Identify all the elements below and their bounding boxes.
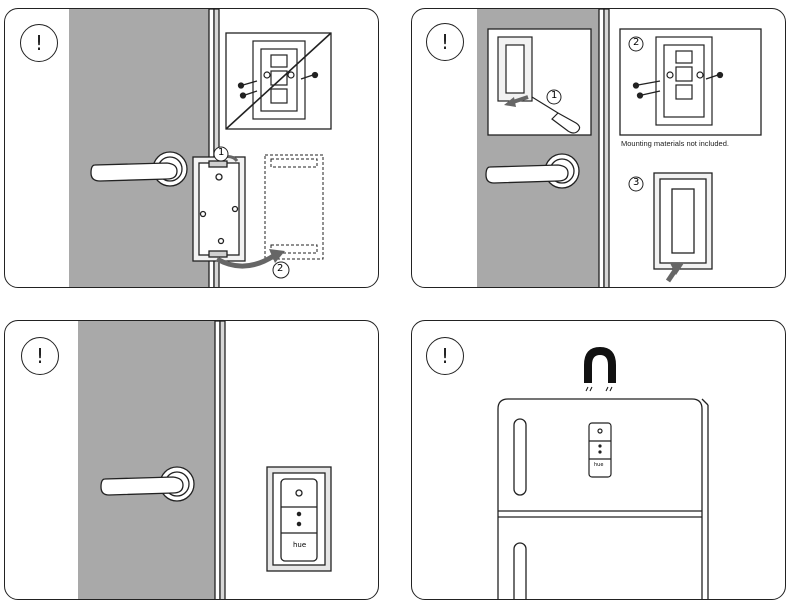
screw-icon	[237, 71, 319, 99]
step-label-2: 2	[277, 263, 284, 274]
mounting-plate-icon	[192, 156, 246, 262]
door-frame	[598, 9, 610, 287]
dimmer-brand-label: hue	[594, 462, 604, 468]
panel-magnet-fridge: ! hue	[411, 320, 786, 600]
warning-icon: !	[426, 337, 464, 375]
step-label-1: 1	[551, 90, 558, 101]
warning-icon: !	[21, 337, 59, 375]
screw-icon	[632, 71, 724, 99]
dimmer-brand-label: hue	[293, 541, 307, 549]
wall	[69, 9, 209, 287]
door-handle-icon	[485, 153, 580, 189]
warning-icon: !	[426, 23, 464, 61]
dimmer-switch-icon	[588, 422, 612, 478]
panel-mount-plate-swap: ! 1 2	[4, 8, 379, 288]
pry-cover-inset	[487, 28, 592, 136]
curved-arrow-icon	[215, 252, 277, 269]
warning-icon: !	[20, 24, 58, 62]
door-handle-icon	[100, 466, 195, 502]
plate-screws-inset	[619, 28, 762, 136]
door-handle-icon	[90, 151, 188, 187]
dashed-plate-outline	[264, 154, 324, 260]
panel-remove-cover: ! 1 2 3 Mounting materials not included.	[411, 8, 786, 288]
dimmer-switch-icon	[266, 466, 332, 572]
step-label-2: 2	[633, 37, 640, 48]
panel-2-illustration	[477, 9, 762, 287]
panel-1-illustration	[69, 9, 332, 287]
panel-3-illustration	[78, 321, 332, 599]
wall	[78, 321, 215, 599]
panel-4-illustration	[497, 347, 709, 599]
mounting-caption: Mounting materials not included.	[621, 139, 729, 148]
crossed-plate-inset	[225, 32, 332, 130]
fridge-icon	[497, 398, 709, 599]
magnet-icon	[584, 347, 616, 392]
step-label-3: 3	[633, 177, 640, 188]
step-label-1: 1	[218, 147, 225, 158]
door-frame	[214, 321, 226, 599]
dimmer-switch-icon	[653, 172, 713, 270]
screwdriver-icon	[531, 96, 581, 134]
panel-mounted-dimmer: ! hue	[4, 320, 379, 600]
